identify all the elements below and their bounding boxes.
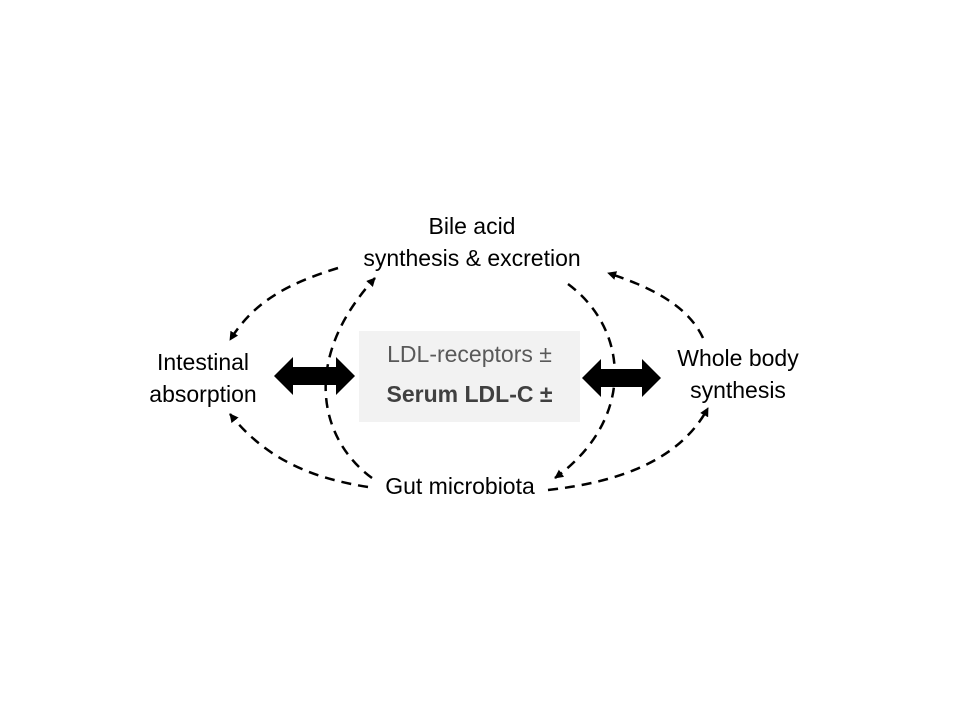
node-whole-line2: synthesis <box>690 377 786 403</box>
node-bile-line2: synthesis & excretion <box>363 245 581 271</box>
node-gut-label: Gut microbiota <box>385 473 535 499</box>
node-gut-microbiota: Gut microbiota <box>360 470 560 502</box>
node-bile-line1: Bile acid <box>428 213 516 239</box>
serum-ldl-c-label: Serum LDL-C ± <box>386 381 553 407</box>
node-intestinal-absorption: Intestinal absorption <box>120 346 286 410</box>
edge-whole-to-bile <box>607 271 705 339</box>
node-bile-acid: Bile acid synthesis & excretion <box>322 210 622 274</box>
node-whole-body-synthesis: Whole body synthesis <box>648 342 828 406</box>
node-intestinal-line2: absorption <box>149 381 257 407</box>
edge-gut-to-bile <box>324 277 376 480</box>
node-whole-line1: Whole body <box>677 345 799 371</box>
edge-gut-to-intestinal <box>229 413 369 489</box>
node-intestinal-line1: Intestinal <box>156 349 250 375</box>
double-arrow-left <box>274 357 355 395</box>
ldl-receptors-label: LDL-receptors ± <box>387 341 552 367</box>
center-box-ldl: LDL-receptors ± Serum LDL-C ± <box>359 331 580 422</box>
edge-bile-to-intestinal <box>228 266 339 341</box>
double-arrow-right <box>582 359 661 397</box>
edge-gut-to-whole <box>547 407 710 492</box>
